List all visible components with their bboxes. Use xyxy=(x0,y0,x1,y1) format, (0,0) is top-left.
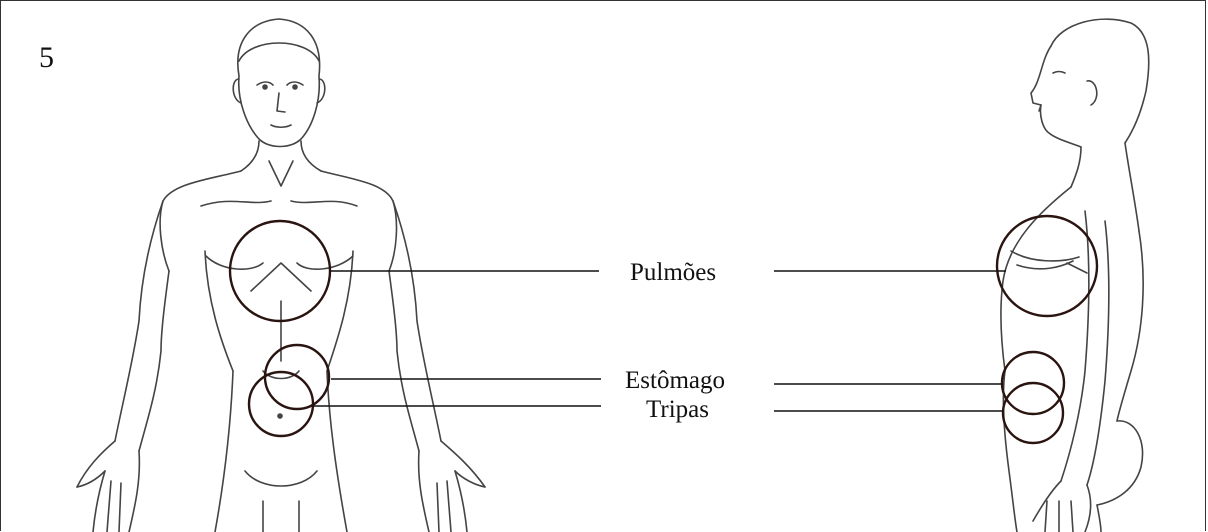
side-lungs-circle xyxy=(997,216,1097,316)
figure-number: 5 xyxy=(39,41,54,75)
guts-label: Tripas xyxy=(646,397,709,422)
front-body-outline xyxy=(77,19,485,532)
stomach-label: Estômago xyxy=(625,368,725,393)
front-lungs-circle xyxy=(230,221,330,321)
lungs-label: Pulmões xyxy=(630,260,716,285)
side-body-outline xyxy=(1001,19,1149,532)
